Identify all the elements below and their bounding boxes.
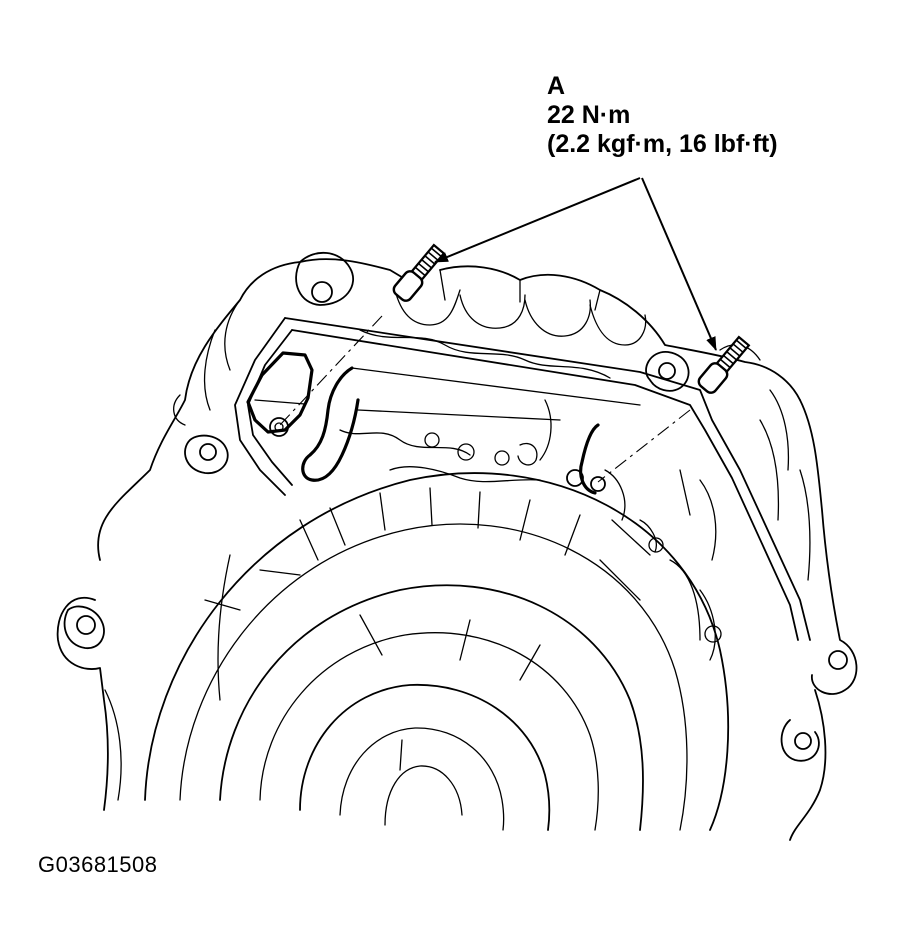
callout-torque-nm: 22 N·m: [547, 101, 631, 129]
callout-torque-alt: (2.2 kgf·m, 16 lbf·ft): [547, 130, 778, 158]
bolt-icon: [697, 335, 751, 394]
left-bracket: [246, 351, 360, 482]
torque-converter-housing: [104, 472, 730, 831]
figure-id: G03681508: [38, 852, 158, 877]
callout-letter: A: [547, 72, 566, 100]
bolt-icon: [392, 243, 446, 302]
leader-arrow-right: [641, 177, 717, 351]
torque-callout: A 22 N·m (2.2 kgf·m, 16 lbf·ft): [547, 72, 778, 159]
alignment-lines: [279, 315, 691, 483]
leader-arrow-left: [434, 177, 641, 263]
callout-leader-lines: [434, 177, 717, 351]
valve-body-detail: [339, 367, 722, 661]
gasket-flange: [234, 317, 811, 641]
housing-outline: [56, 251, 858, 841]
